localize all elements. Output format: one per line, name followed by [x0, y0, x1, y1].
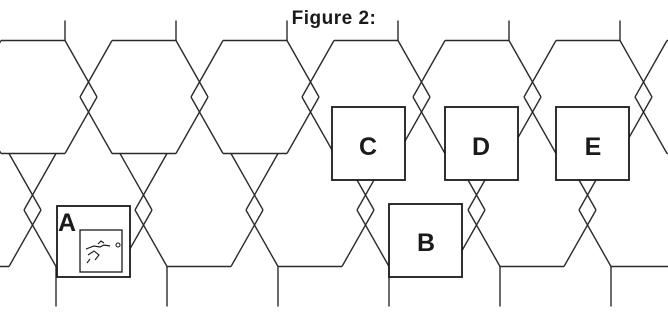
hex-edge — [286, 96, 320, 154]
counter-b: B — [388, 203, 463, 278]
hex-edge — [341, 209, 375, 267]
hex-edge — [190, 96, 224, 154]
hex-edge — [64, 40, 98, 98]
hex-edge — [301, 96, 335, 154]
hex-edge — [134, 209, 168, 267]
counter-e-label: E — [585, 133, 602, 161]
hex-edge — [286, 40, 320, 98]
counter-a: A — [56, 205, 131, 278]
hex-edge — [119, 153, 153, 211]
hex-edge — [397, 40, 431, 98]
hex-edge — [412, 96, 446, 154]
hex-edge — [508, 40, 542, 98]
figure-title: Figure 2: — [291, 8, 377, 29]
hex-edge — [245, 153, 279, 211]
hex-edge — [79, 96, 113, 154]
hex-edge — [634, 96, 668, 154]
counter-b-label: B — [417, 229, 435, 257]
hex-edge — [467, 209, 501, 267]
hex-edge — [175, 40, 209, 98]
hex-edge — [523, 96, 557, 154]
hex-edge — [634, 40, 668, 98]
hex-edge — [0, 150, 2, 154]
hex-edge — [64, 96, 98, 154]
unit-symbol-icon — [79, 229, 123, 273]
counter-e: E — [555, 106, 630, 181]
hex-edge — [8, 153, 42, 211]
hex-edge — [245, 209, 279, 267]
hex-edge — [301, 40, 335, 98]
hex-edge — [356, 209, 390, 267]
counter-a-label: A — [58, 209, 76, 237]
hex-edge — [190, 40, 224, 98]
hex-edge — [230, 209, 264, 267]
hex-edge — [619, 40, 653, 98]
hex-edge — [412, 40, 446, 98]
hex-edge — [0, 40, 2, 44]
hex-edge — [230, 153, 264, 211]
hex-edge — [578, 209, 612, 267]
hex-edge — [175, 96, 209, 154]
counter-d: D — [444, 106, 519, 181]
hex-edge — [523, 40, 557, 98]
hex-edge — [134, 153, 168, 211]
hex-edge — [79, 40, 113, 98]
hex-edge — [23, 209, 57, 267]
counter-c: C — [331, 106, 406, 181]
hex-edge — [23, 153, 57, 211]
counter-d-label: D — [472, 133, 490, 161]
counter-c-label: C — [359, 133, 377, 161]
hex-edge — [563, 209, 597, 267]
hex-edge — [8, 209, 42, 267]
